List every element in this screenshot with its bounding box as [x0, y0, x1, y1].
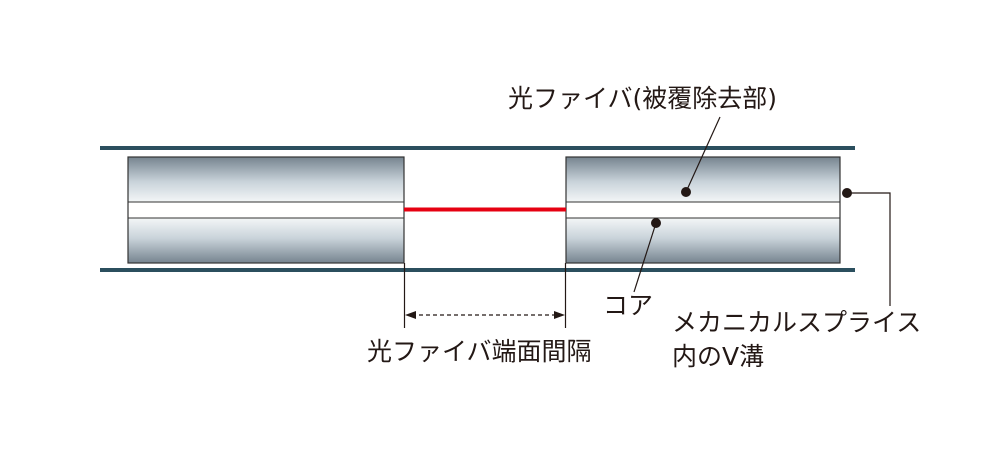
gap-arrow-left: [405, 311, 416, 319]
core-leader-dot: [651, 218, 661, 228]
core-leader-line: [633, 222, 657, 293]
right-fiber-cladding-top: [566, 157, 840, 202]
label-v-groove: メカニカルスプライス 内のV溝: [672, 306, 921, 374]
fiber-leader-dot: [681, 187, 691, 197]
label-end-face-gap: 光ファイバ端面間隔: [367, 337, 592, 366]
left-fiber-cladding-bottom: [128, 218, 404, 263]
gap-arrow-right: [554, 311, 565, 319]
right-fiber-core: [566, 202, 840, 218]
left-fiber-cladding-top: [128, 157, 404, 202]
right-fiber-cladding-bottom: [566, 218, 840, 263]
right-fiber: [565, 156, 841, 264]
fiber-leader-line: [685, 116, 721, 193]
label-core: コア: [603, 291, 654, 320]
v-groove-leader-dot: [842, 188, 852, 198]
left-fiber-core: [128, 202, 404, 218]
label-v-groove-line2: 内のV溝: [672, 342, 765, 371]
v-groove-leader-line: [847, 192, 891, 306]
label-fiber-stripped-section: 光ファイバ(被覆除去部): [508, 84, 778, 113]
label-v-groove-line1: メカニカルスプライス: [672, 308, 922, 337]
left-fiber: [127, 156, 405, 264]
